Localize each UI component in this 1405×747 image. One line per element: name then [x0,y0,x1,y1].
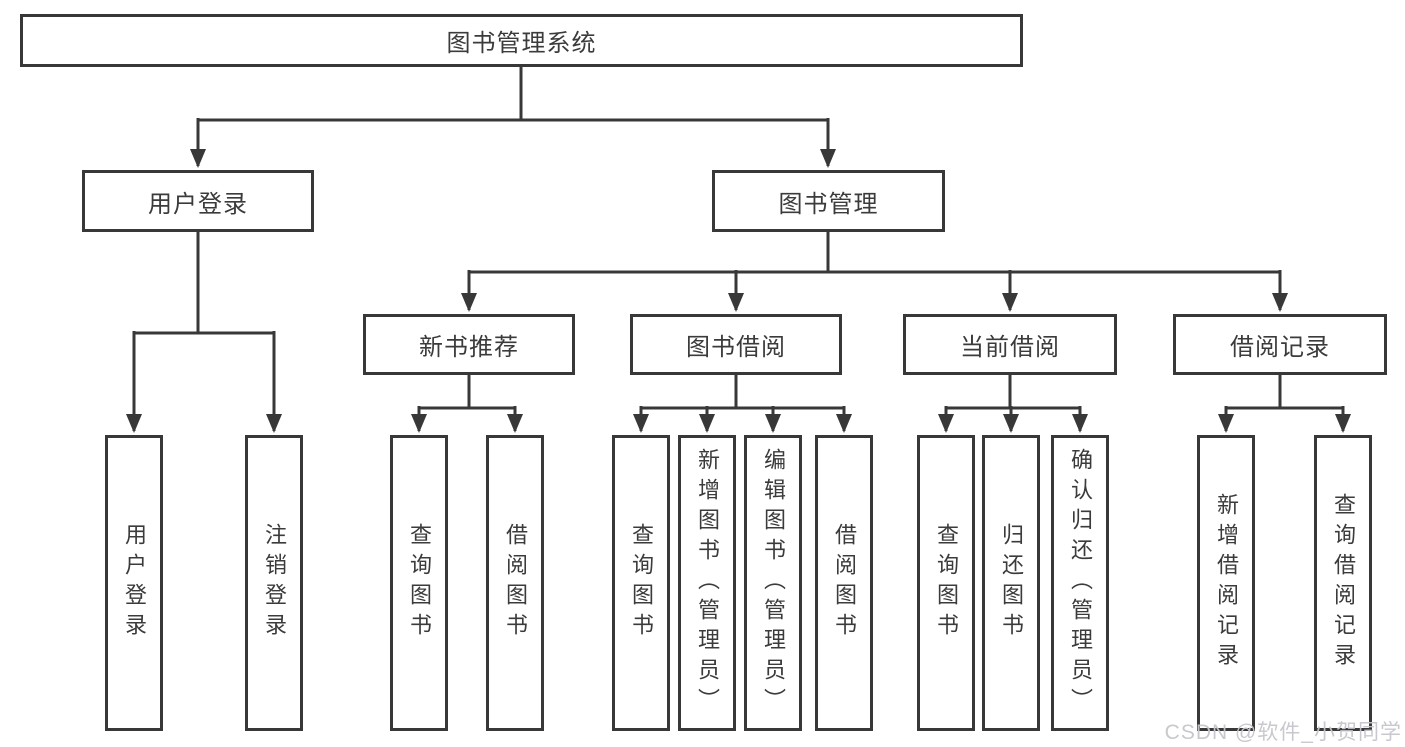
node-book-management: 图书管理 [712,170,945,232]
leaf-add-book-admin-label: 新增图书（管理员） [695,448,720,718]
node-new-book-recommend: 新书推荐 [363,314,575,375]
node-leaf-return-book: 归还图书 [982,435,1040,731]
connector-book-mgmt-trunk [469,232,1280,274]
csdn-watermark: CSDN @软件_小贺同学 [1164,721,1402,744]
connector-borrow-record-trunk [1226,375,1343,410]
leaf-add-borrow-record-label: 新增借阅记录 [1214,493,1239,673]
leaf-query-book-current-label: 查询图书 [934,523,959,643]
connector-root-trunk [198,67,828,122]
leaf-borrow-book-rec-label: 借阅图书 [503,523,528,643]
leaf-query-borrow-record-label: 查询借阅记录 [1331,493,1356,673]
node-root-system: 图书管理系统 [20,14,1023,67]
node-book-borrow: 图书借阅 [630,314,842,375]
node-borrow-record: 借阅记录 [1173,314,1387,375]
node-leaf-edit-book-admin: 编辑图书（管理员） [744,435,802,731]
leaf-query-book-borrow-label: 查询图书 [629,523,654,643]
node-leaf-user-login: 用户登录 [105,435,163,731]
connector-new-book-rec-trunk [419,375,515,410]
connector-current-borrow-trunk [946,375,1080,410]
leaf-edit-book-admin-label: 编辑图书（管理员） [761,448,786,718]
leaf-return-book-label: 归还图书 [999,523,1024,643]
leaf-user-login-label: 用户登录 [122,523,147,643]
leaf-logout-login-label: 注销登录 [262,523,287,643]
node-leaf-query-book-rec: 查询图书 [390,435,448,731]
leaf-query-book-rec-label: 查询图书 [407,523,432,643]
node-current-borrow: 当前借阅 [903,314,1117,375]
leaf-confirm-return-admin-label: 确认归还（管理员） [1068,448,1093,718]
connector-book-borrow-trunk [641,375,844,410]
leaf-borrow-book-borrow-label: 借阅图书 [832,523,857,643]
connector-user-login-trunk [134,232,274,335]
node-leaf-query-book-current: 查询图书 [917,435,975,731]
node-user-login: 用户登录 [82,170,314,232]
node-leaf-add-borrow-record: 新增借阅记录 [1197,435,1255,731]
node-leaf-query-borrow-record: 查询借阅记录 [1314,435,1372,731]
node-leaf-confirm-return-admin: 确认归还（管理员） [1051,435,1109,731]
node-leaf-query-book-borrow: 查询图书 [612,435,670,731]
node-leaf-logout-login: 注销登录 [245,435,303,731]
node-leaf-borrow-book-rec: 借阅图书 [486,435,544,731]
node-leaf-add-book-admin: 新增图书（管理员） [678,435,736,731]
node-leaf-borrow-book-borrow: 借阅图书 [815,435,873,731]
